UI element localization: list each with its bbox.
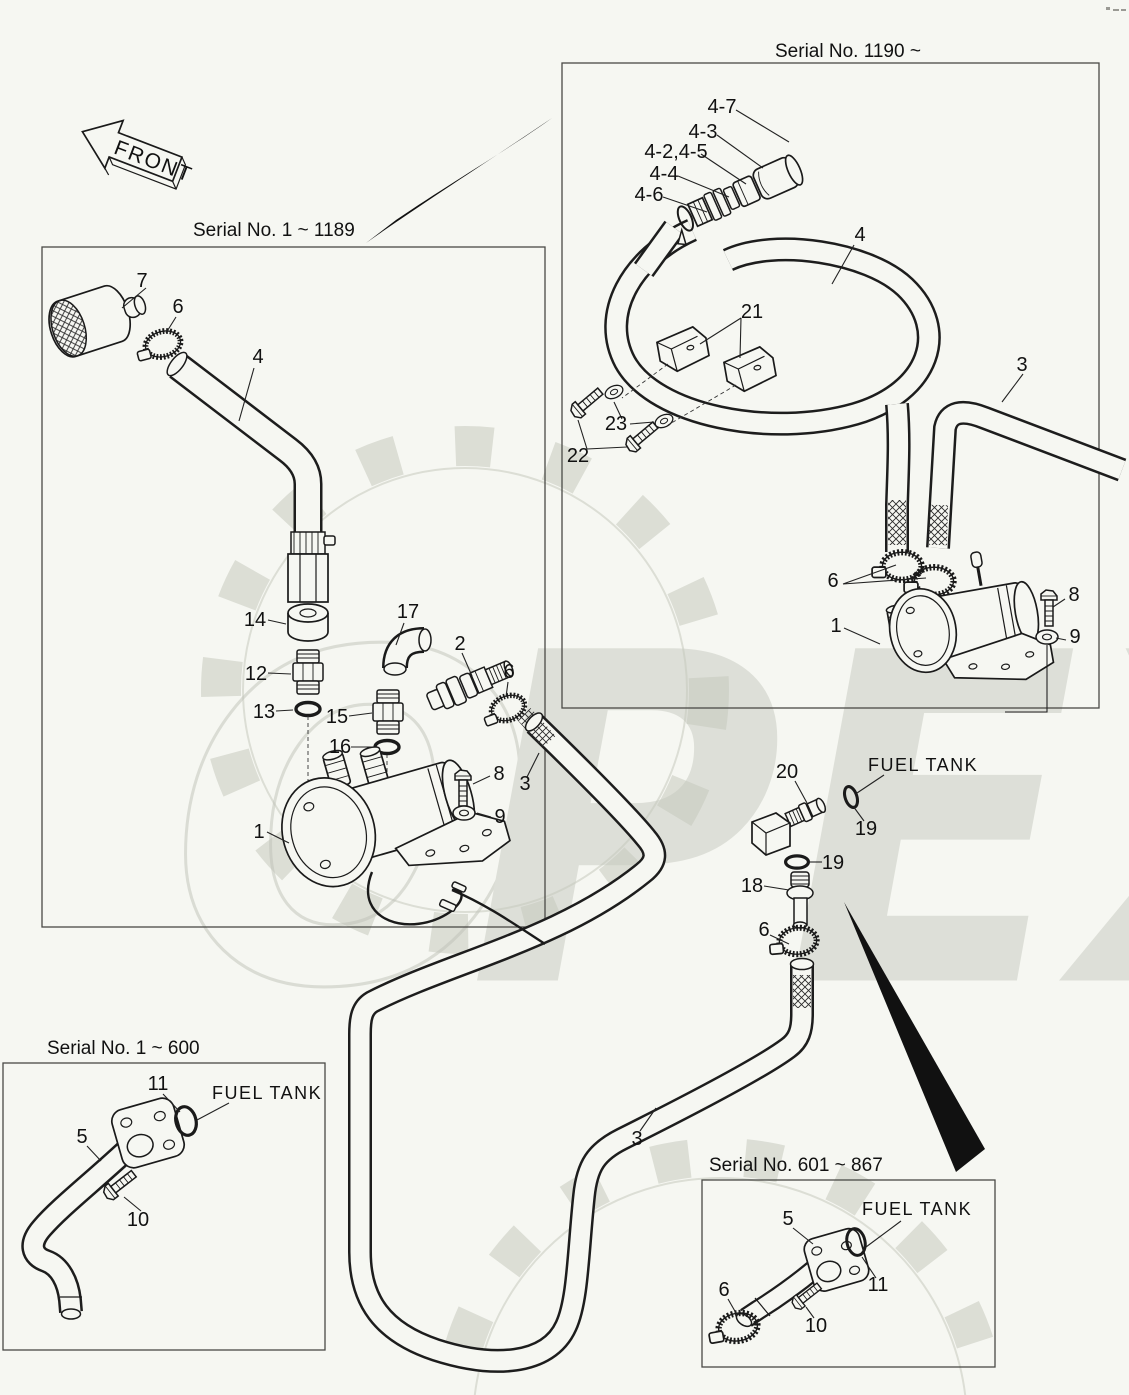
pointer-wedge-top	[366, 118, 552, 243]
callout-21: 21	[741, 301, 763, 323]
callout-8R: 8	[1068, 584, 1079, 606]
callout-8L: 8	[493, 763, 504, 785]
callout-15: 15	[326, 706, 348, 728]
callout-4-7: 4-7	[708, 96, 737, 118]
title-serial-601-867: Serial No. 601 ~ 867	[709, 1155, 883, 1176]
part-clip-21b	[721, 344, 779, 395]
callout-1L: 1	[253, 821, 264, 843]
bolt-washer-guide	[1005, 645, 1048, 713]
serial-box-1-600	[2, 1062, 326, 1351]
callout-17: 17	[397, 601, 419, 623]
callout-2: 2	[454, 633, 465, 655]
pointer-wedge-bottom	[844, 902, 985, 1172]
callout-12: 12	[245, 663, 267, 685]
corner-specks	[1106, 7, 1126, 11]
callout-6b: 6	[503, 661, 514, 683]
part-nipple-15	[372, 689, 404, 735]
part-fitting-assembly-4x	[633, 154, 804, 277]
title-serial-1-1189: Serial No. 1 ~ 1189	[193, 220, 355, 241]
serial-box-1-1189	[41, 246, 546, 928]
callout-11a: 11	[148, 1073, 169, 1095]
callout-11b: 11	[868, 1274, 889, 1296]
callout-6a: 6	[172, 296, 183, 318]
pump-wire	[366, 871, 546, 946]
part-fuel-pump-1-left	[281, 746, 511, 888]
front-arrow-label: FRONT	[111, 136, 196, 187]
callout-22: 22	[567, 445, 589, 467]
callout-19b: 19	[822, 852, 844, 874]
part-washer-23a	[602, 382, 626, 402]
part-clamp-6d	[706, 1310, 759, 1346]
callout-3C: 3	[631, 1128, 642, 1150]
part-suction-pipe-5b	[735, 1227, 870, 1328]
watermark-gear	[201, 426, 1006, 1395]
callout-7: 7	[136, 270, 147, 292]
callout-4L: 4	[252, 346, 263, 368]
part-bolt-22a	[566, 384, 607, 422]
part-filter-7	[48, 284, 147, 358]
callout-20: 20	[776, 761, 798, 783]
part-suction-pipe-5a	[21, 1097, 186, 1320]
part-clip-21a	[654, 324, 712, 375]
callout-5a: 5	[76, 1126, 87, 1148]
part-washer-9-right	[1035, 629, 1059, 645]
callout-4-2-4-5: 4-2,4-5	[644, 141, 707, 163]
callout-4R: 4	[854, 224, 865, 246]
part-pipe-3-right	[926, 400, 1127, 549]
callout-5b: 5	[782, 1208, 793, 1230]
callout-6d: 6	[718, 1279, 729, 1301]
part-fuel-pump-1-right	[885, 551, 1055, 681]
part-washer-9-left	[452, 805, 476, 821]
part-elbow-17	[382, 627, 432, 676]
callout-6C: 6	[758, 919, 769, 941]
part-nut-14	[287, 603, 329, 642]
callout-4-4: 4-4	[650, 163, 679, 185]
part-elbow-fitting-20	[751, 797, 827, 856]
callout-3R: 3	[1016, 354, 1027, 376]
fuel-tank-label-600: FUEL TANK	[212, 1083, 322, 1103]
callout-3L: 3	[519, 773, 530, 795]
callout-9R: 9	[1069, 626, 1080, 648]
part-oring-11a	[174, 1105, 198, 1137]
callout-13: 13	[253, 701, 275, 723]
callout-16: 16	[329, 736, 351, 758]
callout-23: 23	[605, 413, 627, 435]
callout-4-6: 4-6	[635, 184, 664, 206]
leader-lines	[86, 109, 1067, 1319]
serial-box-601-867	[701, 1179, 996, 1368]
callout-6R: 6	[827, 570, 838, 592]
serial-box-1190	[561, 62, 1100, 709]
part-nipple-12	[292, 649, 324, 695]
part-hose-4-loop	[604, 219, 941, 552]
part-hose-3-long	[348, 708, 815, 1373]
callouts: 7 6 4 14 17 12 2 6 13 15 16 3 8 9 1 4-7 …	[76, 96, 1080, 1337]
clip-to-bolt-line	[621, 363, 737, 426]
callout-10a: 10	[127, 1209, 149, 1231]
callout-10b: 10	[805, 1315, 827, 1337]
part-oring-11b	[845, 1227, 867, 1257]
callout-14: 14	[244, 609, 266, 631]
callout-18: 18	[741, 875, 763, 897]
front-arrow: FRONT	[81, 119, 196, 190]
callout-19a: 19	[855, 818, 877, 840]
title-serial-1190: Serial No. 1190 ~	[775, 41, 921, 62]
callout-9L: 9	[494, 806, 505, 828]
title-serial-1-600: Serial No. 1 ~ 600	[47, 1038, 200, 1059]
part-nipple-18	[786, 871, 814, 929]
fuel-tank-label-center: FUEL TANK	[868, 755, 978, 775]
part-pipe-4	[166, 351, 336, 603]
fuel-tank-label-867: FUEL TANK	[862, 1199, 972, 1219]
part-connector-2	[426, 660, 514, 711]
callout-1R: 1	[830, 615, 841, 637]
callout-4-3: 4-3	[689, 121, 718, 143]
